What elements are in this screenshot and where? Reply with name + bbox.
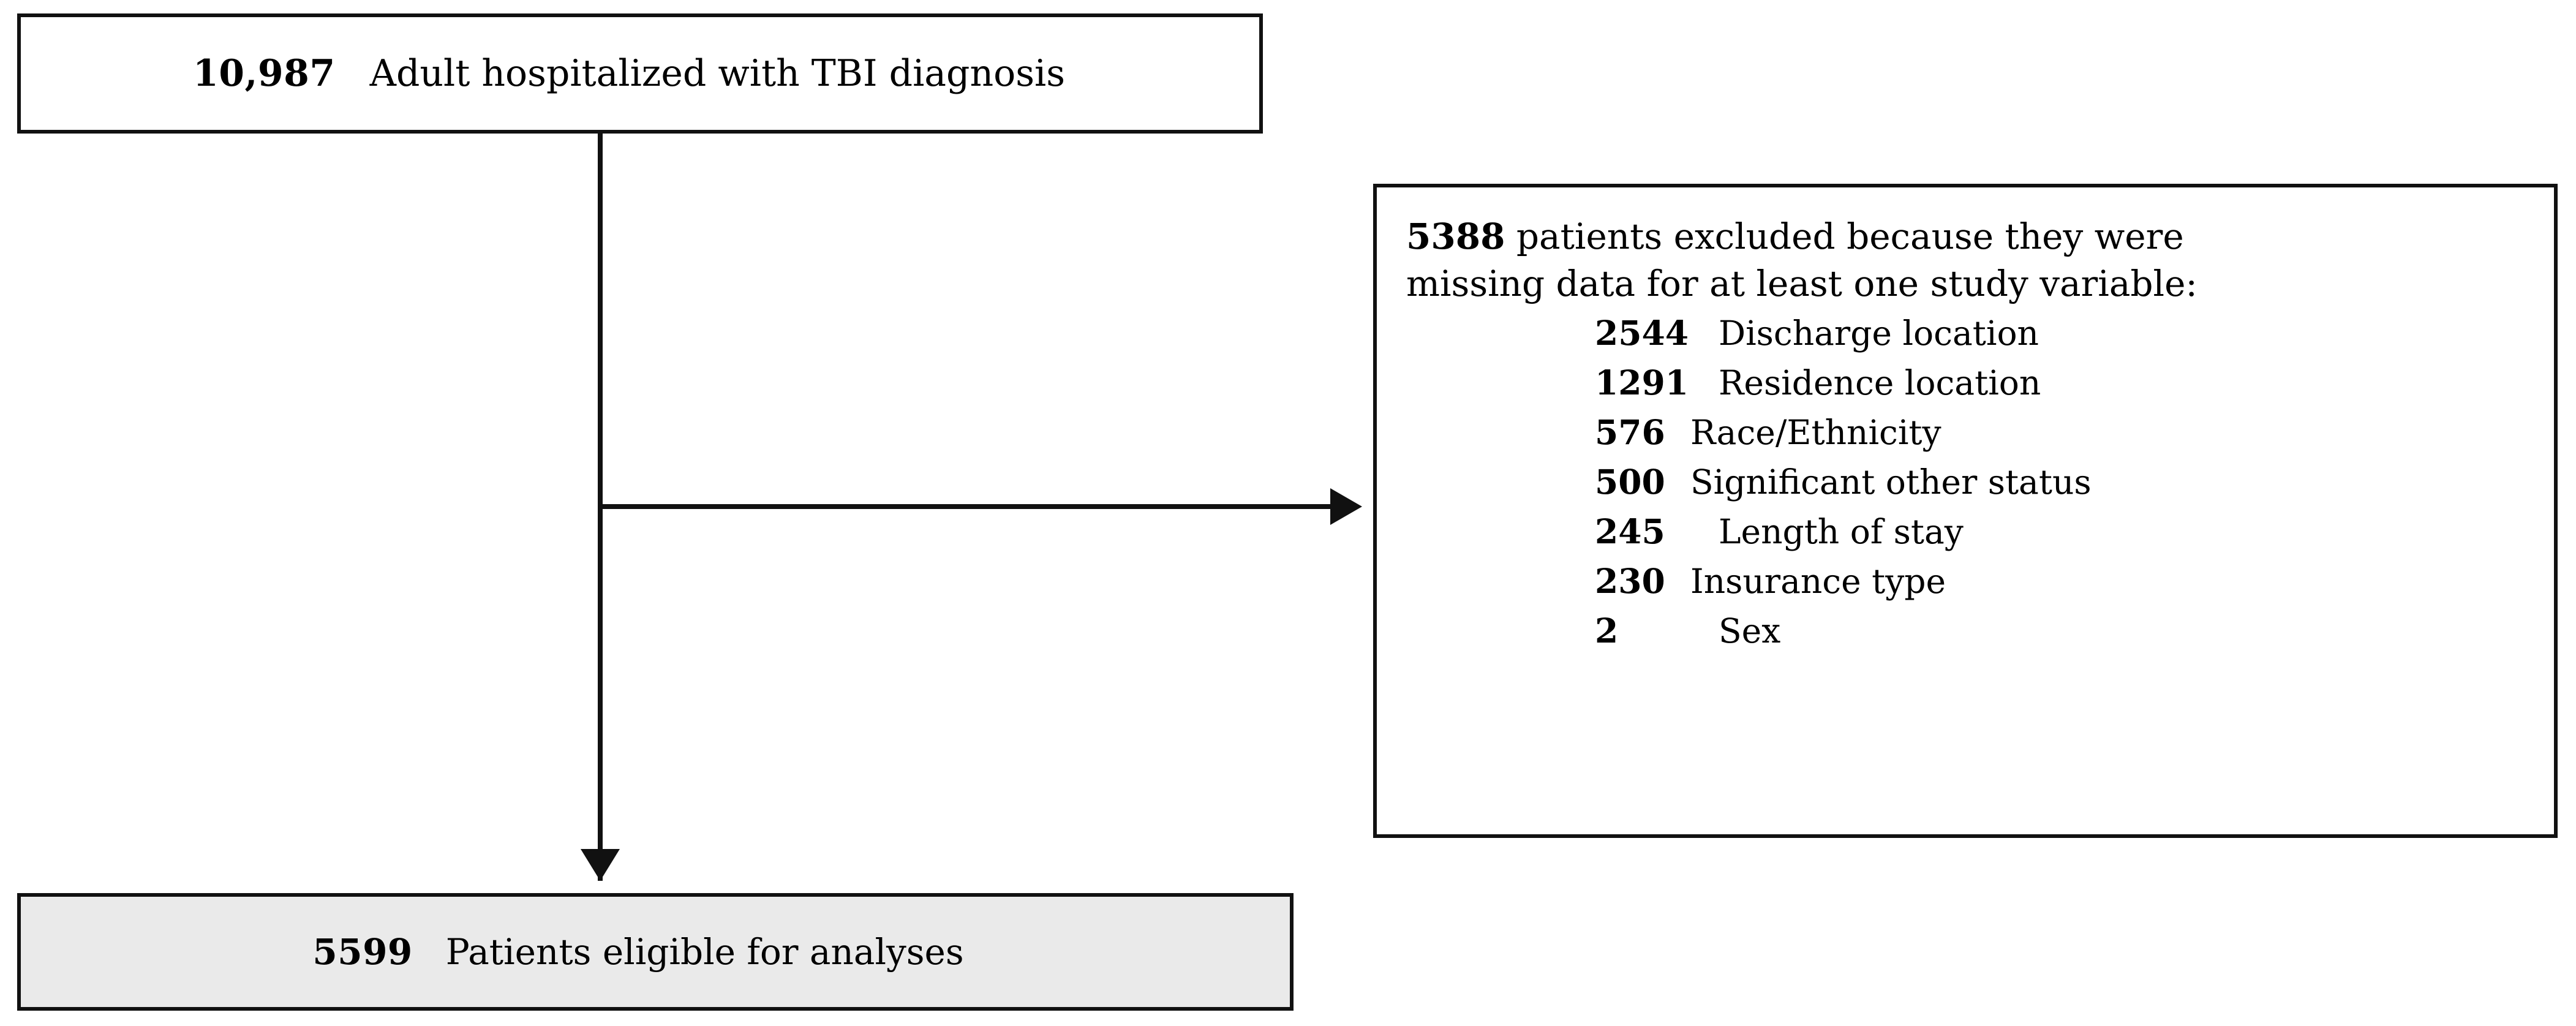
exclusion-reason-label: Length of stay: [1719, 512, 1964, 552]
exclusion-reason-row: 576 Race/Ethnicity: [1377, 415, 2554, 465]
exclusion-reason-row: 1291 Residence location: [1377, 366, 2554, 415]
exclusion-reason-label: Significant other status: [1690, 462, 2092, 502]
exclusion-reason-label: Race/Ethnicity: [1690, 413, 1941, 453]
cohort-box: 10,987 Adult hospitalized with TBI diagn…: [17, 13, 1263, 134]
exclusion-reason-row: 500 Significant other status: [1377, 465, 2554, 515]
exclusion-reason-count: 230: [1595, 561, 1665, 602]
eligible-label: Patients eligible for analyses: [445, 931, 964, 973]
arrowhead-down-icon: [581, 849, 620, 881]
arrowhead-right-icon: [1330, 488, 1362, 525]
exclusion-reason-count: 2: [1595, 611, 1619, 651]
exclusion-headline-line1: patients excluded because they were: [1505, 216, 2184, 257]
eligible-box-row: 5599 Patients eligible for analyses: [312, 931, 963, 973]
eligible-box: 5599 Patients eligible for analyses: [17, 893, 1294, 1011]
exclusion-reason-count: 2544: [1595, 313, 1689, 353]
exclusion-box: 5388 patients excluded because they were…: [1373, 184, 2558, 838]
exclusion-reason-count: 500: [1595, 462, 1665, 502]
exclusion-reason-label: Insurance type: [1690, 562, 1946, 602]
exclusion-reason-row: 2 Sex: [1377, 614, 2554, 663]
exclusion-reason-count: 1291: [1595, 363, 1689, 403]
eligible-count: 5599: [312, 931, 413, 973]
cohort-label: Adult hospitalized with TBI diagnosis: [369, 52, 1065, 95]
exclusion-reason-list: 2544 Discharge location 1291 Residence loca…: [1377, 316, 2554, 663]
horizontal-connector-line: [598, 504, 1333, 509]
exclusion-headline-line2: missing data for at least one study vari…: [1406, 263, 2198, 305]
exclusion-headline: 5388 patients excluded because they were…: [1377, 213, 2554, 307]
exclusion-reason-label: Residence location: [1719, 363, 2041, 403]
exclusion-reason-count: 576: [1595, 412, 1665, 453]
exclusion-reason-label: Sex: [1719, 611, 1781, 651]
exclusion-headline-count: 5388: [1406, 216, 1505, 257]
exclusion-reason-label: Discharge location: [1719, 314, 2039, 353]
exclusion-reason-row: 230 Insurance type: [1377, 564, 2554, 614]
exclusion-reason-count: 245: [1595, 511, 1665, 552]
cohort-count: 10,987: [193, 52, 336, 95]
exclusion-reason-row: 2544 Discharge location: [1377, 316, 2554, 366]
cohort-box-row: 10,987 Adult hospitalized with TBI diagn…: [193, 52, 1065, 95]
